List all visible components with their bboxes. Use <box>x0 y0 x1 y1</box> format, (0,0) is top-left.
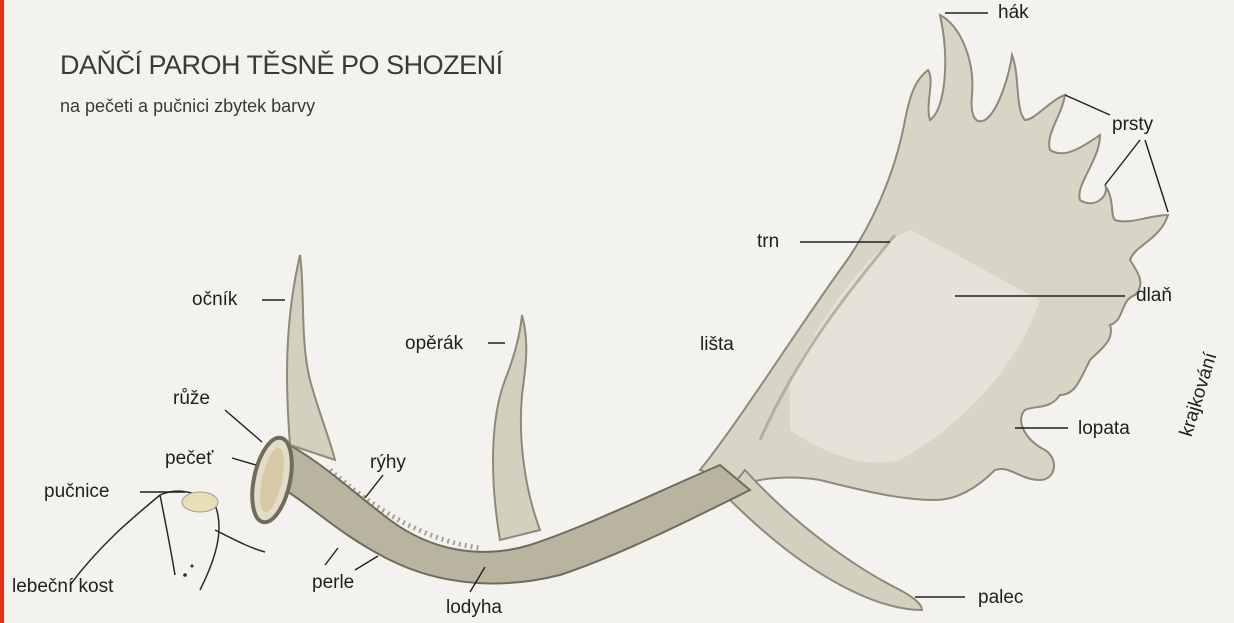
label-trn: trn <box>757 231 779 253</box>
left-border <box>0 0 4 623</box>
label-hak: hák <box>998 2 1029 24</box>
label-pecet: pečeť <box>165 448 213 470</box>
skull-outline-right <box>200 505 219 590</box>
label-ryhy: rýhy <box>370 452 406 474</box>
label-ruze: růže <box>173 388 210 410</box>
label-pucnice: pučnice <box>44 481 110 503</box>
label-lebecni-kost: lebeční kost <box>12 576 113 598</box>
pucnice-shape <box>182 492 218 512</box>
skull-outline-ridge <box>215 530 265 552</box>
label-ocnik: očník <box>192 289 237 311</box>
label-lopata: lopata <box>1078 418 1130 440</box>
label-lodyha: lodyha <box>446 597 502 619</box>
label-perle: perle <box>312 572 354 594</box>
antler-ocnik <box>287 255 335 460</box>
label-palec: palec <box>978 587 1023 609</box>
antler-operak <box>493 315 540 540</box>
skull-dot <box>183 573 187 577</box>
label-prsty: prsty <box>1112 114 1153 136</box>
skull-dot <box>191 565 194 568</box>
label-lista: lišta <box>700 334 734 356</box>
label-dlan: dlaň <box>1136 285 1172 307</box>
diagram-subtitle: na pečeti a pučnici zbytek barvy <box>60 96 315 117</box>
diagram-title: DAŇČÍ PAROH TĚSNĚ PO SHOZENÍ <box>60 50 503 81</box>
skull-outline-side <box>160 495 175 575</box>
label-operak: opěrák <box>405 333 463 355</box>
